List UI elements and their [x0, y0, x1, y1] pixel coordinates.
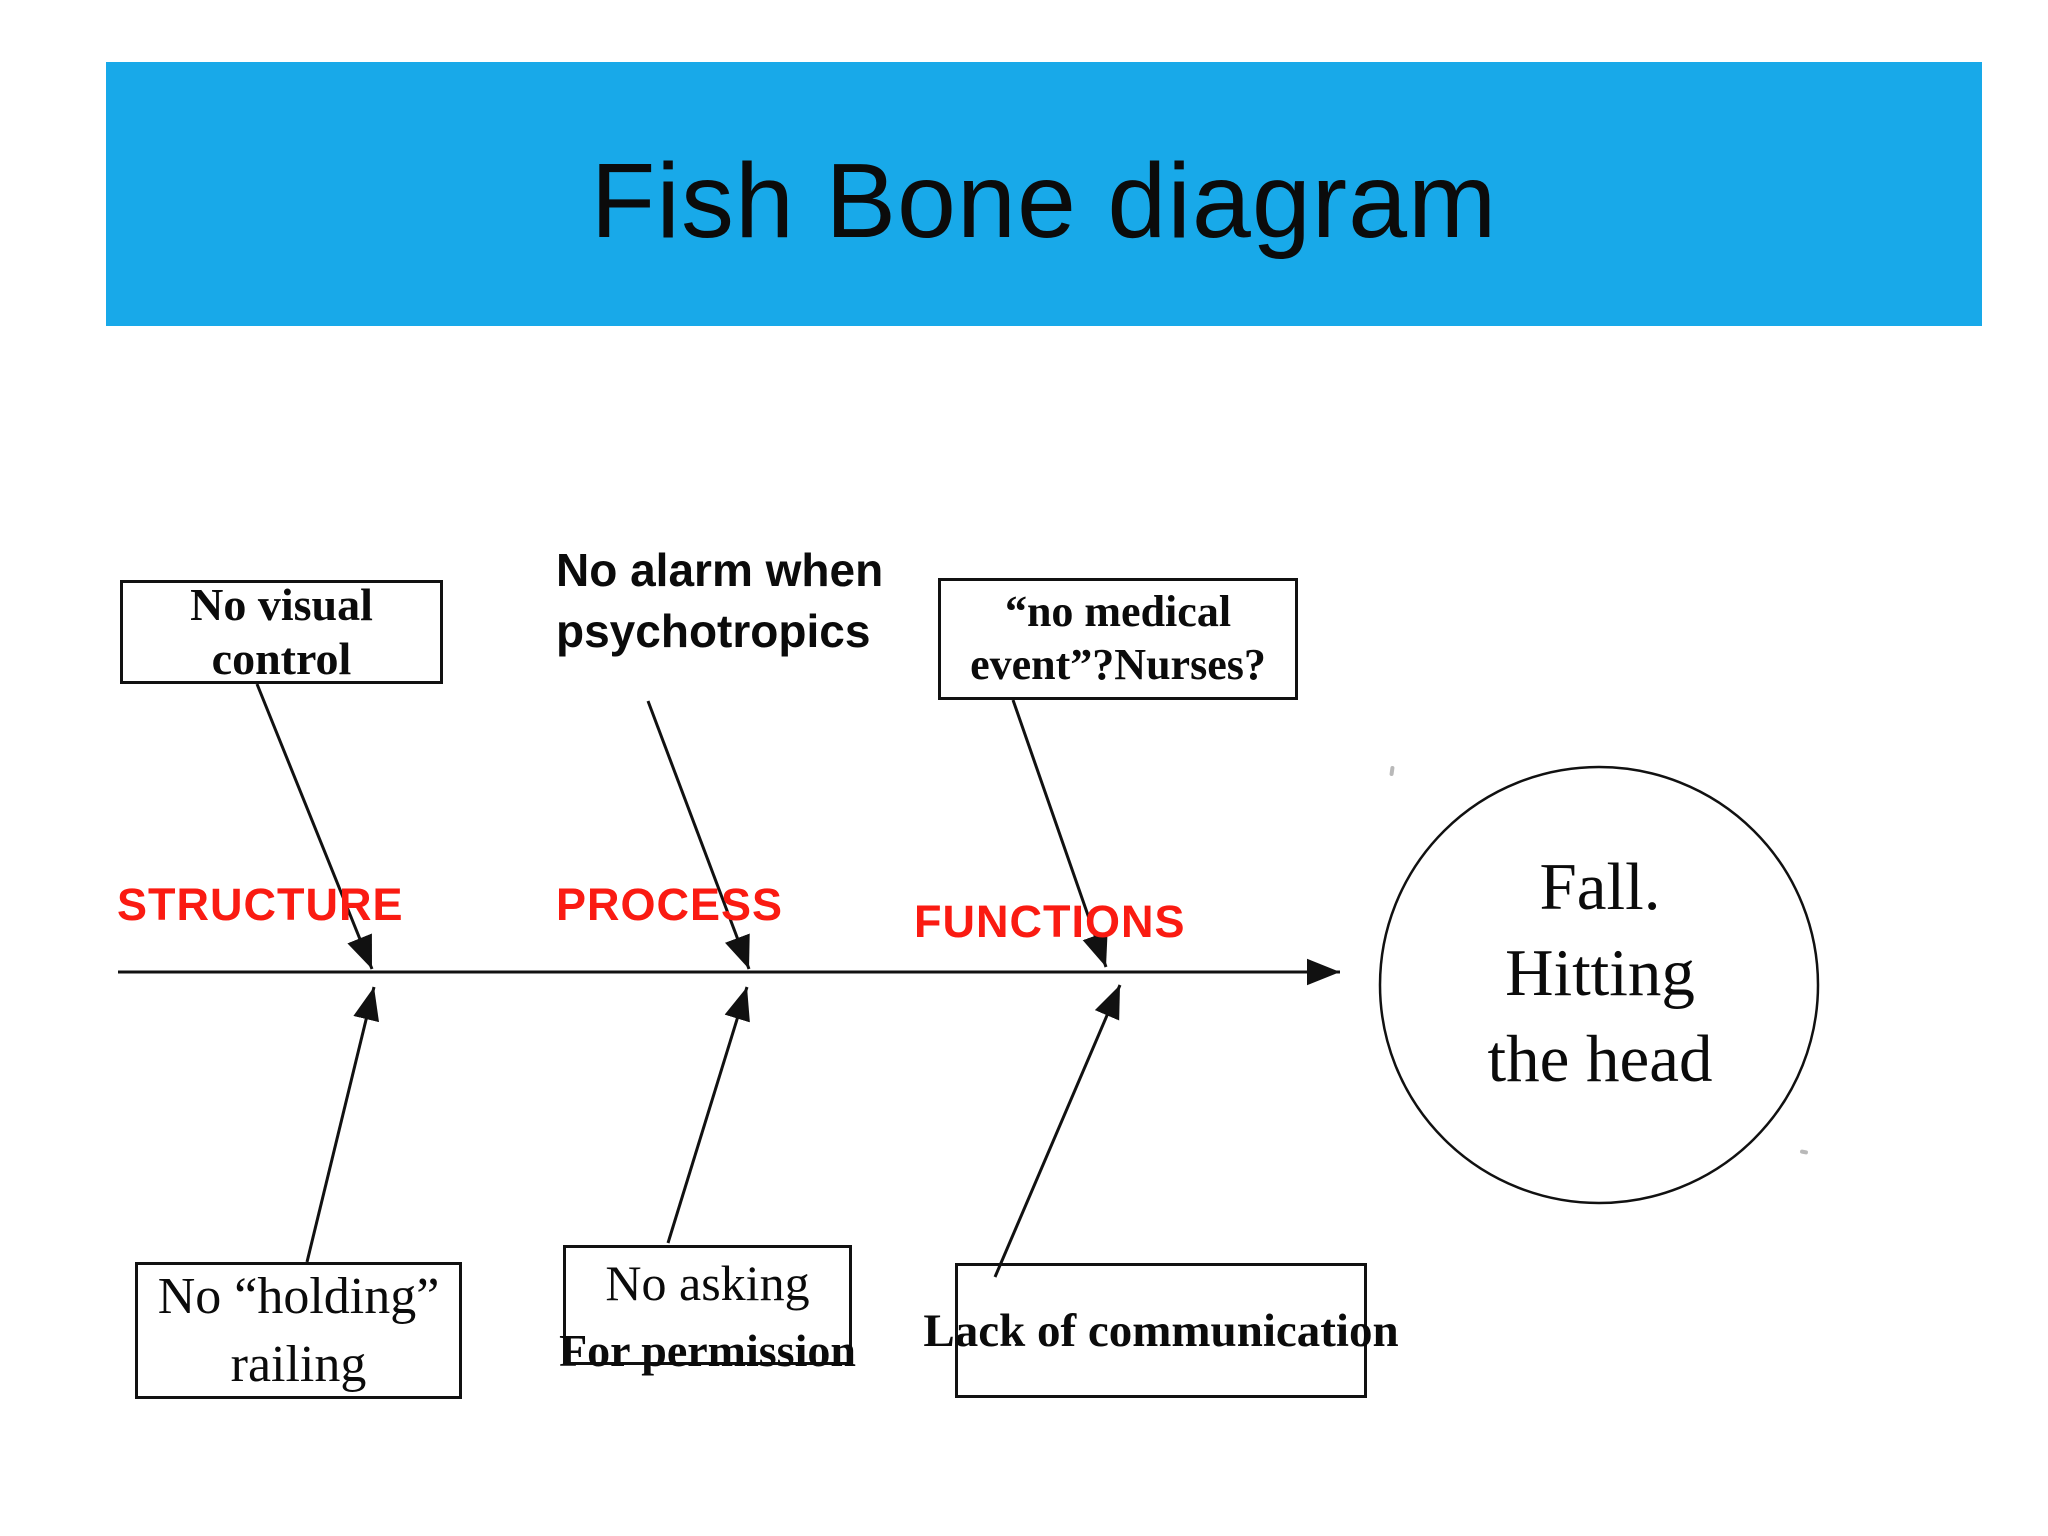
- effect-line: Hitting: [1505, 935, 1695, 1010]
- cause-line: No visual: [190, 578, 373, 630]
- effect-label: Fall. Hitting the head: [1380, 845, 1820, 1102]
- cause-line: railing: [230, 1335, 367, 1393]
- effect-line: the head: [1487, 1021, 1713, 1096]
- cause-line: Lack of communication: [923, 1304, 1399, 1357]
- cause-box-lack-of-communication: Lack of communication: [923, 1263, 1399, 1398]
- cause-line: event”?Nurses?: [970, 640, 1266, 689]
- cause-line: No asking: [605, 1255, 810, 1311]
- bone-structure-bottom-arrow: [305, 986, 380, 1263]
- cause-line: control: [211, 633, 352, 684]
- category-label-functions: FUNCTIONS: [914, 896, 1186, 947]
- cause-line: psychotropics: [556, 604, 871, 657]
- cause-line: No “holding”: [157, 1267, 440, 1325]
- bone-process-bottom-arrow: [666, 986, 750, 1244]
- effect-line: Fall.: [1539, 850, 1661, 924]
- bone-process-top-arrow: [646, 700, 751, 970]
- cause-label-no-alarm: No alarm when psychotropics: [556, 540, 883, 661]
- bone-functions-top-arrow: [1011, 699, 1108, 968]
- cause-line: For permission: [559, 1325, 856, 1376]
- cause-line: “no medical: [1004, 587, 1232, 637]
- category-label-process: PROCESS: [556, 879, 784, 930]
- bone-structure-top-arrow: [255, 683, 374, 970]
- cause-box-no-holding-railing: No “holding” railing: [135, 1262, 462, 1399]
- cause-box-no-medical-event: “no medical event”?Nurses?: [938, 578, 1298, 700]
- effect-circle: [1378, 765, 1820, 1205]
- category-label-structure: STRUCTURE: [117, 879, 404, 930]
- cause-box-no-asking-permission: No asking For permission: [559, 1245, 856, 1374]
- cause-line: No alarm when: [556, 544, 884, 596]
- title-bar: Fish Bone diagram: [106, 62, 1982, 326]
- bone-functions-bottom-arrow: [993, 984, 1122, 1278]
- cause-box-no-visual-control: No visual control: [120, 578, 443, 684]
- slide-title: Fish Bone diagram: [590, 141, 1498, 260]
